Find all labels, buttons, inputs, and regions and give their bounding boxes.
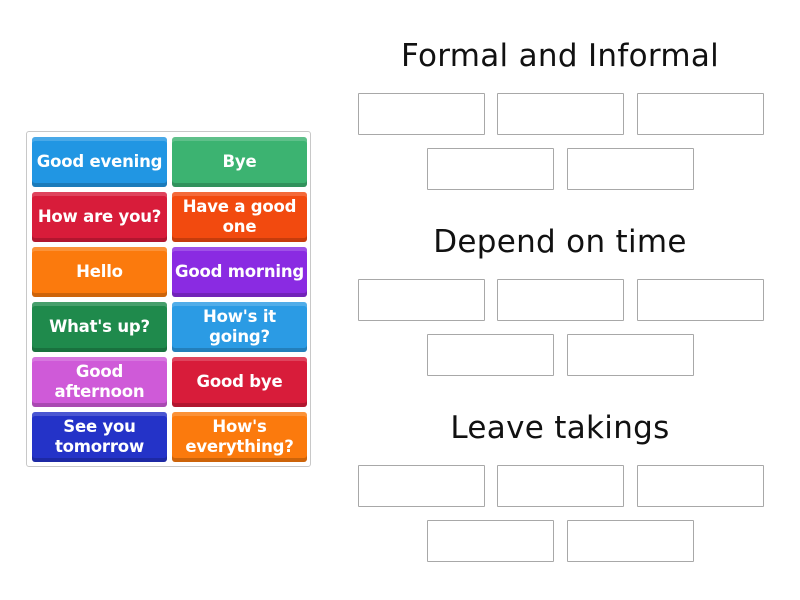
drop-slot[interactable] (497, 465, 624, 507)
drop-slot[interactable] (358, 465, 485, 507)
group-title-leave-takings: Leave takings (450, 410, 670, 446)
tile-hello[interactable]: Hello (32, 247, 167, 297)
tile-bye[interactable]: Bye (172, 137, 307, 187)
tile-good-evening[interactable]: Good evening (32, 137, 167, 187)
tile-label: Good evening (36, 152, 163, 171)
tile-label: Good afternoon (54, 362, 145, 401)
tile-label: Good bye (196, 372, 283, 391)
drop-slot[interactable] (567, 334, 694, 376)
tile-label: Hello (76, 262, 123, 281)
drop-slot[interactable] (567, 148, 694, 190)
group-title-formal-informal: Formal and Informal (400, 38, 720, 74)
tile-hows-everything[interactable]: How's everything? (172, 412, 307, 462)
tile-good-morning[interactable]: Good morning (172, 247, 307, 297)
drop-slot[interactable] (427, 334, 554, 376)
tile-label: See you tomorrow (54, 417, 144, 456)
drop-slot[interactable] (497, 279, 624, 321)
tile-label: How are you? (37, 207, 162, 226)
tile-label: What's up? (49, 317, 150, 336)
drop-slot[interactable] (358, 279, 485, 321)
tile-good-afternoon[interactable]: Good afternoon (32, 357, 167, 407)
drop-slot[interactable] (637, 93, 764, 135)
tile-label: Good morning (175, 262, 304, 281)
tile-good-bye[interactable]: Good bye (172, 357, 307, 407)
tile-have-a-good-one[interactable]: Have a good one (172, 192, 307, 242)
drop-slot[interactable] (497, 93, 624, 135)
drop-slot[interactable] (427, 148, 554, 190)
drop-slot[interactable] (637, 279, 764, 321)
tile-how-are-you[interactable]: How are you? (32, 192, 167, 242)
tile-label: Bye (222, 152, 257, 171)
tile-hows-it-going[interactable]: How's it going? (172, 302, 307, 352)
group-title-depend-on-time: Depend on time (433, 224, 687, 260)
tile-label: How's everything? (185, 417, 294, 456)
tile-see-you-tomorrow[interactable]: See you tomorrow (32, 412, 167, 462)
drop-slot[interactable] (567, 520, 694, 562)
tile-label: Have a good one (182, 197, 297, 236)
tile-bank: Good evening Bye How are you? Have a goo… (26, 131, 311, 467)
tile-whats-up[interactable]: What's up? (32, 302, 167, 352)
drop-slot[interactable] (427, 520, 554, 562)
drop-slot[interactable] (358, 93, 485, 135)
drop-slot[interactable] (637, 465, 764, 507)
tile-label: How's it going? (203, 307, 276, 346)
